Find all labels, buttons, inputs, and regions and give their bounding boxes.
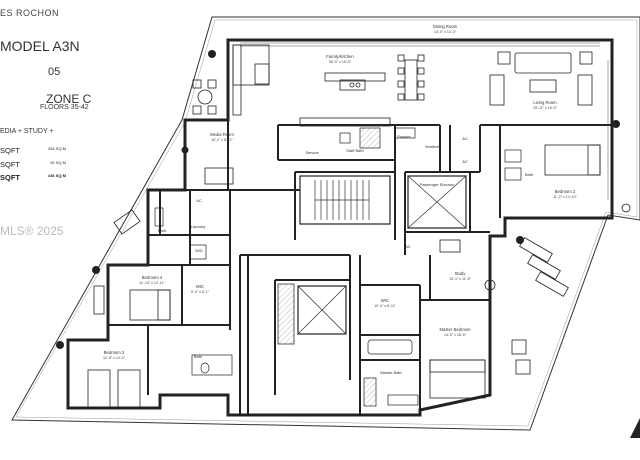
plant-icons — [56, 50, 620, 349]
window-lines — [240, 42, 609, 200]
study-label: Study — [455, 271, 467, 276]
wic2-label: WIC — [381, 298, 389, 303]
bedroom4-dim: 11'-10" x 12'-11" — [139, 281, 165, 285]
ac-label-2: AC — [462, 136, 468, 141]
area-sqft: SQFT — [0, 146, 20, 155]
brand-name: ES ROCHON — [0, 8, 60, 18]
media-label: Media Room — [210, 132, 234, 137]
vestibule-label: Vestibule — [425, 144, 442, 149]
service-label: Service — [305, 150, 319, 155]
zone-label: ZONE C — [46, 92, 92, 106]
area-sqm: 446 SQ M — [47, 173, 66, 178]
ac-label-3: AC — [462, 159, 468, 164]
dining-dim: 14'-0" x 13'-0" — [434, 30, 457, 34]
master-label: Master Bedroom — [440, 327, 471, 332]
passenger-elevator-label: Passenger Elevator — [420, 182, 456, 187]
bedroom2-dim: 11'-2" x 14'-10" — [553, 195, 578, 199]
passenger-elevator-shaft — [407, 175, 467, 229]
ac-label-1: AC — [196, 198, 202, 203]
media-dim: 16'-2" x 8'-11" — [211, 138, 234, 142]
exterior-wall — [66, 38, 614, 417]
balcony-outline-inner — [15, 19, 638, 427]
bath-fixtures — [154, 127, 522, 407]
dining-label: Dining Room — [433, 24, 458, 29]
bedroom3-dim: 12'-8" x 14'-0" — [103, 356, 126, 360]
ac-label-4: AC — [405, 244, 411, 249]
laundry-label: Laundry — [191, 224, 205, 229]
study-dim: 15'-1" x 11'-8" — [449, 277, 472, 281]
living-dim: 25'-11" x 16'-0" — [533, 106, 558, 110]
area-sqm: 354 SQ M — [47, 146, 66, 151]
bedroom3-label: Bedroom 3 — [104, 350, 125, 355]
staff-bath-label: Staff Bath — [346, 148, 364, 153]
area-sqm: 92 SQ M — [50, 160, 66, 165]
unit-type: EDIA + STUDY + — [0, 128, 54, 135]
master-dim: 14'-5" x 16'-5" — [444, 333, 467, 337]
area-sqft: SQFT — [0, 173, 20, 182]
wd-label: W/D — [195, 248, 203, 253]
family-kitchen-dim: 26'-0" x 15'-0" — [329, 60, 352, 64]
wic2-dim: 10'-0" x 8'-11" — [374, 304, 397, 308]
bedroom4-label: Bedroom 4 — [142, 275, 163, 280]
balcony-furniture — [93, 79, 631, 375]
unit-number: 05 — [48, 66, 61, 78]
service-elevator-shaft — [277, 283, 347, 345]
floors-label: FLOORS 35-42 — [40, 104, 89, 111]
area-sqft: SQFT — [0, 160, 20, 169]
model-title: MODEL A3N — [0, 38, 80, 54]
powder-label: Powder — [397, 134, 411, 139]
master-bath-label: Master Bath — [380, 370, 402, 375]
kitchen — [232, 44, 391, 127]
bath-label-bed4: Bath — [158, 228, 166, 233]
stair — [299, 175, 391, 225]
balcony-outline — [11, 16, 640, 431]
family-kitchen-label: Family/Kitchen — [326, 54, 354, 59]
beds — [87, 144, 601, 409]
dining-table — [397, 54, 425, 101]
bath-label-bed3: Bath — [194, 354, 202, 359]
mls-watermark: MLS® 2025 — [0, 224, 64, 238]
north-arrow-icon — [630, 418, 640, 438]
bath-label-bed2: Bath — [525, 172, 533, 177]
wic1-dim: 5'-0" x 6'-1" — [191, 290, 210, 294]
living-furniture — [489, 51, 593, 106]
bedroom2-label: Bedroom 2 — [555, 189, 576, 194]
living-label: Living Room — [533, 100, 557, 105]
wic1-label: WIC — [196, 284, 204, 289]
